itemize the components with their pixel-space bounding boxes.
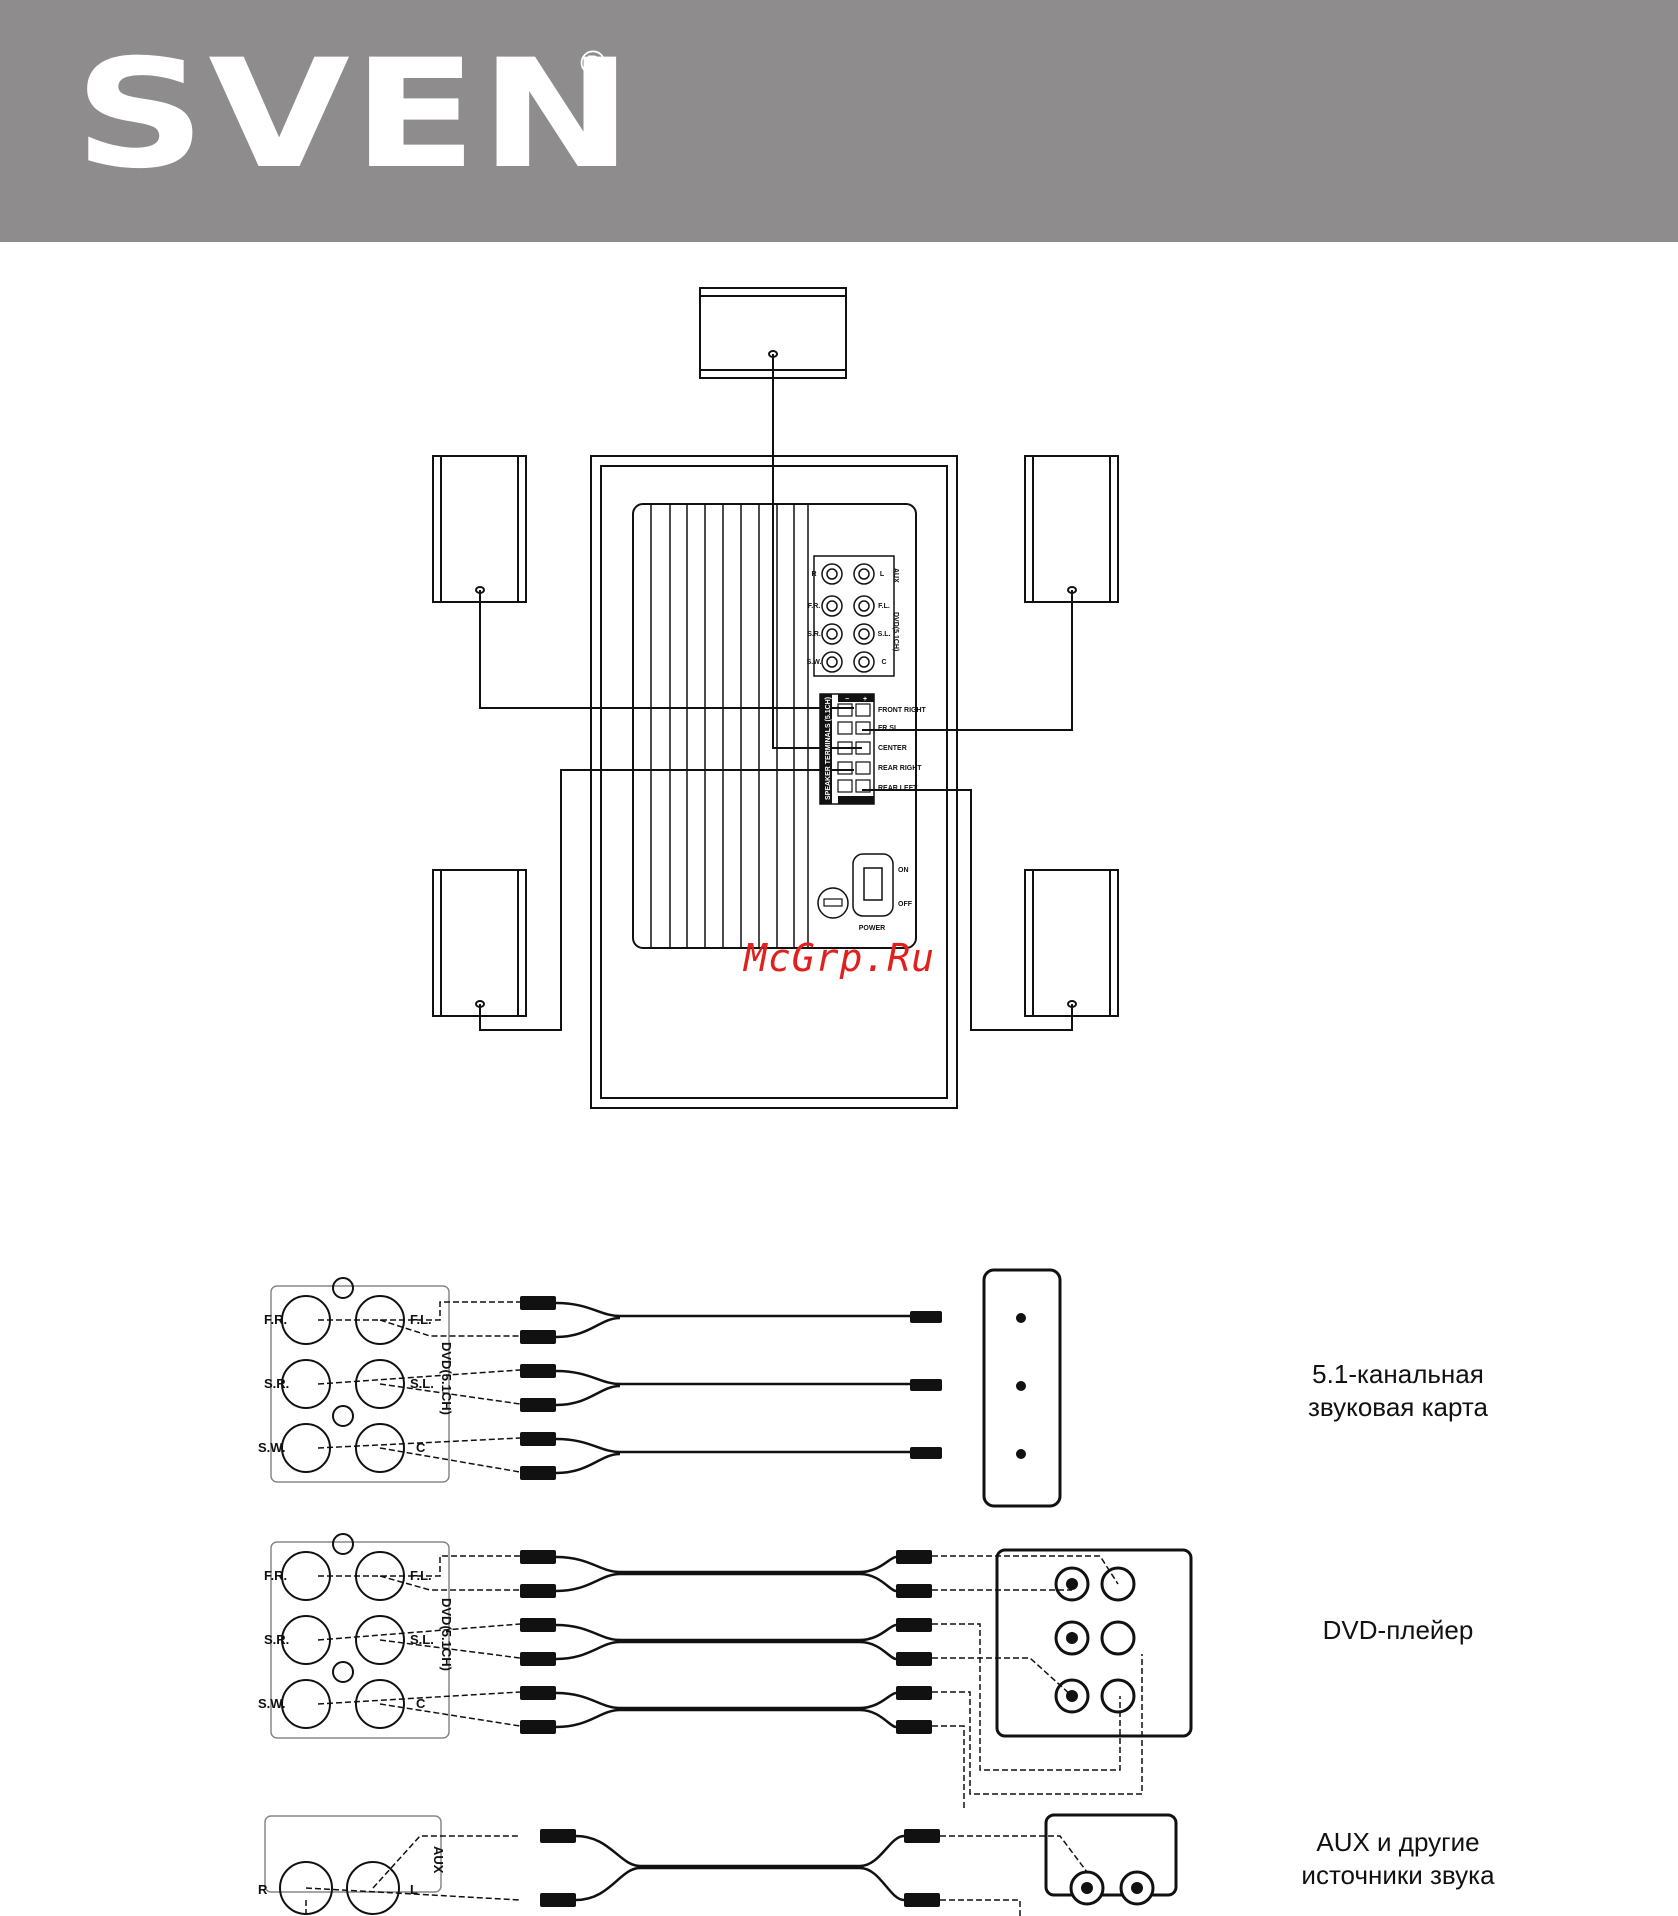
rear-right-speaker (1024, 869, 1119, 1017)
row2-jack-fl: F.L. (410, 1568, 432, 1583)
front-right-speaker (1024, 455, 1119, 603)
row2-jack-fr: F.R. (264, 1568, 287, 1583)
label-sound-card-line2: звуковая карта (1308, 1392, 1488, 1422)
panel-jack-sl: S.L. (878, 631, 891, 638)
connection-sound-card: F.R. F.L. S.R. S.L. S.W. C DVD(5.1CH) (258, 1268, 1062, 1508)
panel-jack-l: L (880, 571, 885, 578)
row1-jack-c: C (416, 1440, 426, 1455)
row3-jack-l: L (410, 1882, 418, 1897)
row2-jack-sw: S.W. (258, 1696, 285, 1711)
row1-jack-fl: F.L. (410, 1312, 432, 1327)
panel-aux-label: AUX (892, 568, 899, 583)
row1-jack-sl: S.L. (410, 1376, 434, 1391)
terminal-rear-right: REAR RIGHT (878, 765, 922, 772)
connection-dvd-player: F.R. F.L. S.R. S.L. S.W. C DVD(5.1CH) (258, 1533, 1193, 1810)
row2-jack-c: C (416, 1696, 426, 1711)
panel-jack-c: C (881, 659, 886, 666)
switch-off-label: OFF (898, 901, 913, 908)
panel-terminals-label: SPEAKER TERMINALS (5.1CH) (825, 697, 832, 800)
rear-left-speaker (432, 869, 527, 1017)
row2-jack-sr: S.R. (264, 1632, 289, 1647)
row1-jack-fr: F.R. (264, 1312, 287, 1327)
watermark: McGrp.Ru (744, 936, 936, 980)
panel-dvd-label: DVD(5.1CH) (892, 612, 899, 651)
speaker-wires (479, 354, 1073, 1031)
row2-panel-label: DVD(5.1CH) (439, 1598, 454, 1671)
terminal-fr-sl: FR SL (878, 725, 899, 732)
terminal-center: CENTER (878, 745, 907, 752)
label-aux-line1: AUX и другие (1316, 1827, 1480, 1857)
brand-logo: SVEN (74, 28, 636, 202)
front-left-speaker (432, 455, 527, 603)
label-sound-card-line1: 5.1-канальная (1312, 1359, 1484, 1389)
label-aux-line2: источники звука (1301, 1860, 1495, 1890)
row1-jack-sw: S.W. (258, 1440, 285, 1455)
label-dvd-player-line1: DVD-плейер (1322, 1615, 1474, 1645)
label-sound-card: 5.1-канальная звуковая карта (1233, 1358, 1563, 1424)
label-dvd-player: DVD-плейер (1233, 1614, 1563, 1647)
terminal-front-right: FRONT RIGHT (878, 707, 927, 714)
row3-panel-label: AUX (431, 1846, 446, 1874)
header-banner: SVEN ® (0, 0, 1678, 242)
row1-jack-sr: S.R. (264, 1376, 289, 1391)
panel-jack-r: R (811, 571, 816, 578)
panel-jack-fl: F.L. (878, 603, 890, 610)
terminal-rear-left: REAR LEFT (878, 785, 918, 792)
row2-jack-sl: S.L. (410, 1632, 434, 1647)
panel-jack-sr: S.R. (807, 631, 821, 638)
label-aux-sources: AUX и другие источники звука (1233, 1826, 1563, 1892)
row1-panel-label: DVD(5.1CH) (439, 1342, 454, 1415)
registered-mark: ® (576, 44, 610, 84)
connection-aux: R L AUX (258, 1813, 1178, 1916)
row3-jack-r: R (258, 1882, 268, 1897)
power-label: POWER (859, 925, 885, 932)
panel-jack-fr: F.R. (808, 603, 821, 610)
panel-jack-sw: S.W. (807, 659, 822, 666)
switch-on-label: ON (898, 867, 909, 874)
polarity-plus: + (863, 696, 867, 703)
polarity-minus: − (845, 696, 849, 703)
